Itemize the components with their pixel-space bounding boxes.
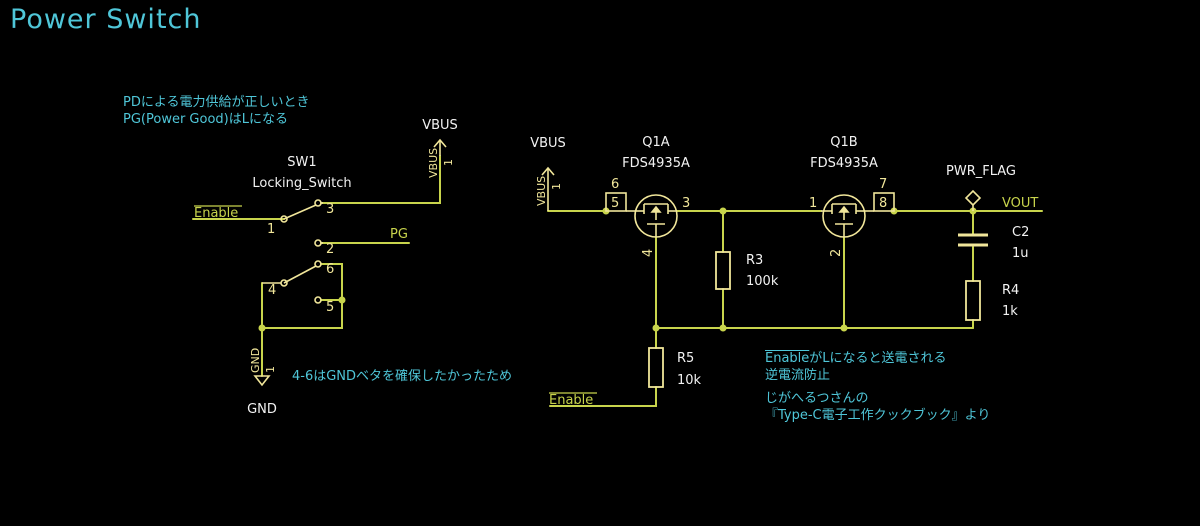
- sw-pin4: 4: [268, 283, 276, 298]
- sw-pin3: 3: [326, 202, 334, 217]
- q1a-value: FDS4935A: [622, 156, 690, 171]
- note-pd: PDによる電力供給が正しいとき PG(Power Good)はLになる: [123, 94, 309, 128]
- q1a-pin6: 6: [611, 177, 619, 192]
- note-pd-line2: PG(Power Good)はLになる: [123, 112, 288, 127]
- vbus-left-pin: 1: [442, 159, 455, 166]
- sw-blade-lower: [283, 265, 317, 284]
- resistor-r4[interactable]: [965, 280, 981, 321]
- gnd-sym-text: GND: [249, 348, 262, 373]
- label-vbus-left: VBUS: [422, 118, 458, 133]
- note-gnd: 4-6はGNDベタを確保したかったため: [292, 369, 513, 384]
- r4-value: 1k: [1002, 304, 1018, 319]
- junction-r3-top: [719, 207, 727, 215]
- junction-q1a-gate: [652, 324, 660, 332]
- q1b-ref: Q1B: [830, 135, 857, 150]
- sw-pin2: 2: [326, 242, 334, 257]
- capacitor-c2[interactable]: [958, 233, 988, 247]
- sw-ref: SW1: [287, 155, 316, 170]
- q1b-value: FDS4935A: [810, 156, 878, 171]
- note-pd-line1: PDによる電力供給が正しいとき: [123, 95, 310, 110]
- vbus-symbol-right[interactable]: [541, 166, 555, 211]
- sw-contact-6: [314, 260, 322, 268]
- sw-pin6: 6: [326, 262, 334, 277]
- vbus-right-sym-text: VBUS: [535, 176, 548, 206]
- vbus-symbol-left[interactable]: [433, 138, 447, 156]
- junction-r3-bottom: [719, 324, 727, 332]
- sheet-title: Power Switch: [10, 4, 202, 35]
- gnd-pin: 1: [264, 366, 277, 373]
- note-credit-line1: じがへるつさんの: [765, 391, 869, 406]
- wire-r5-enable[interactable]: [549, 386, 657, 407]
- vbus-right-pin: 1: [550, 183, 563, 190]
- q1a-pin3: 3: [682, 196, 690, 211]
- note-enable-over: Enable: [765, 351, 810, 366]
- pwr-flag-symbol[interactable]: [964, 189, 982, 211]
- c2-ref: C2: [1012, 225, 1029, 240]
- q1b-pin8: 8: [879, 196, 887, 211]
- r5-value: 10k: [677, 373, 702, 388]
- q1a-pin4: 4: [641, 249, 656, 257]
- sw-value: Locking_Switch: [252, 176, 351, 191]
- label-enable-bottom[interactable]: Enable: [549, 393, 593, 408]
- r4-ref: R4: [1002, 283, 1019, 298]
- q1a-pin-box: [605, 192, 627, 212]
- q1b-pin1: 1: [809, 196, 817, 211]
- label-vbus-right: VBUS: [530, 136, 566, 151]
- mosfet-q1b[interactable]: [821, 192, 895, 238]
- q1b-pin-box: [873, 192, 895, 212]
- note-enable-line1: EnableがLになると送電される: [765, 350, 947, 367]
- note-enable: EnableがLになると送電される 逆電流防止: [765, 350, 947, 384]
- note-credit-line2: 『Type-C電子工作クックブック』より: [765, 408, 991, 423]
- resistor-r5[interactable]: [648, 347, 664, 388]
- labels: SW1 Locking_Switch Enable PG 1 3 2 6 4 5…: [194, 118, 1038, 417]
- label-gnd: GND: [247, 402, 277, 417]
- junction-q1b-gate: [840, 324, 848, 332]
- pwr-flag-label: PWR_FLAG: [946, 164, 1016, 179]
- r3-ref: R3: [746, 253, 763, 268]
- label-enable-sw[interactable]: Enable: [194, 206, 238, 221]
- c2-value: 1u: [1012, 246, 1029, 261]
- r3-value: 100k: [746, 274, 779, 289]
- sw-contact-1: [280, 215, 288, 223]
- mosfet-q1a[interactable]: [605, 192, 678, 238]
- note-credit: じがへるつさんの 『Type-C電子工作クックブック』より: [765, 390, 990, 424]
- junction-sw-left: [258, 324, 266, 332]
- switch-sw1[interactable]: [262, 199, 323, 304]
- sw-contact-5: [314, 296, 322, 304]
- sw-pin5: 5: [326, 300, 334, 315]
- q1a-ref: Q1A: [642, 135, 670, 150]
- resistor-r3[interactable]: [715, 251, 731, 290]
- label-pg[interactable]: PG: [390, 227, 408, 242]
- label-vout[interactable]: VOUT: [1002, 196, 1038, 211]
- sw-pin1: 1: [267, 222, 275, 237]
- note-enable-rest: がLになると送電される: [809, 351, 947, 366]
- r5-ref: R5: [677, 351, 694, 366]
- gnd-symbol[interactable]: [253, 375, 271, 387]
- junction-sw-right: [338, 296, 346, 304]
- sw-blade-upper: [283, 204, 317, 220]
- q1b-pin7: 7: [879, 177, 887, 192]
- junctions: [258, 207, 977, 332]
- q1b-pin2: 2: [829, 249, 844, 257]
- vbus-left-sym-text: VBUS: [427, 148, 440, 178]
- q1a-pin5: 5: [611, 196, 619, 211]
- wire-sw-vbus[interactable]: [320, 155, 441, 204]
- note-enable-line2: 逆電流防止: [765, 368, 831, 383]
